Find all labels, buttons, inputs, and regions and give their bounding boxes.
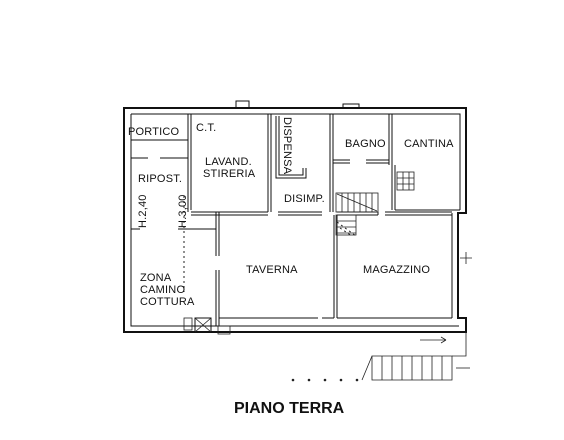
height-label-ripost: H.2,40 bbox=[137, 194, 149, 228]
label-bagno: BAGNO bbox=[345, 138, 386, 150]
label-dispensa: DISPENSA bbox=[281, 117, 293, 175]
label-portico: PORTICO bbox=[128, 126, 180, 138]
label-taverna: TAVERNA bbox=[246, 264, 298, 276]
exterior-walls bbox=[123, 100, 467, 333]
height-label-zona: H.3,00 bbox=[177, 194, 189, 228]
label-lavand: LAVAND. bbox=[205, 156, 252, 168]
label-cantina: CANTINA bbox=[404, 138, 454, 150]
label-disimp: DISIMP. bbox=[284, 193, 325, 205]
label-stireria: STIRERIA bbox=[203, 168, 256, 180]
label-cottura: COTTURA bbox=[140, 296, 195, 308]
label-camino: CAMINO bbox=[140, 284, 185, 296]
label-zona: ZONA bbox=[140, 272, 172, 284]
exterior-details bbox=[183, 252, 472, 335]
label-ct: C.T. bbox=[196, 122, 216, 134]
marker-dots bbox=[291, 378, 359, 382]
floor-caption: PIANO TERRA bbox=[234, 400, 345, 417]
exterior-stairs bbox=[361, 332, 470, 381]
interior-stairs bbox=[335, 171, 415, 236]
label-magazzino: MAGAZZINO bbox=[363, 264, 430, 276]
label-ripost: RIPOST. bbox=[138, 173, 182, 185]
dashed-lines bbox=[183, 196, 357, 292]
